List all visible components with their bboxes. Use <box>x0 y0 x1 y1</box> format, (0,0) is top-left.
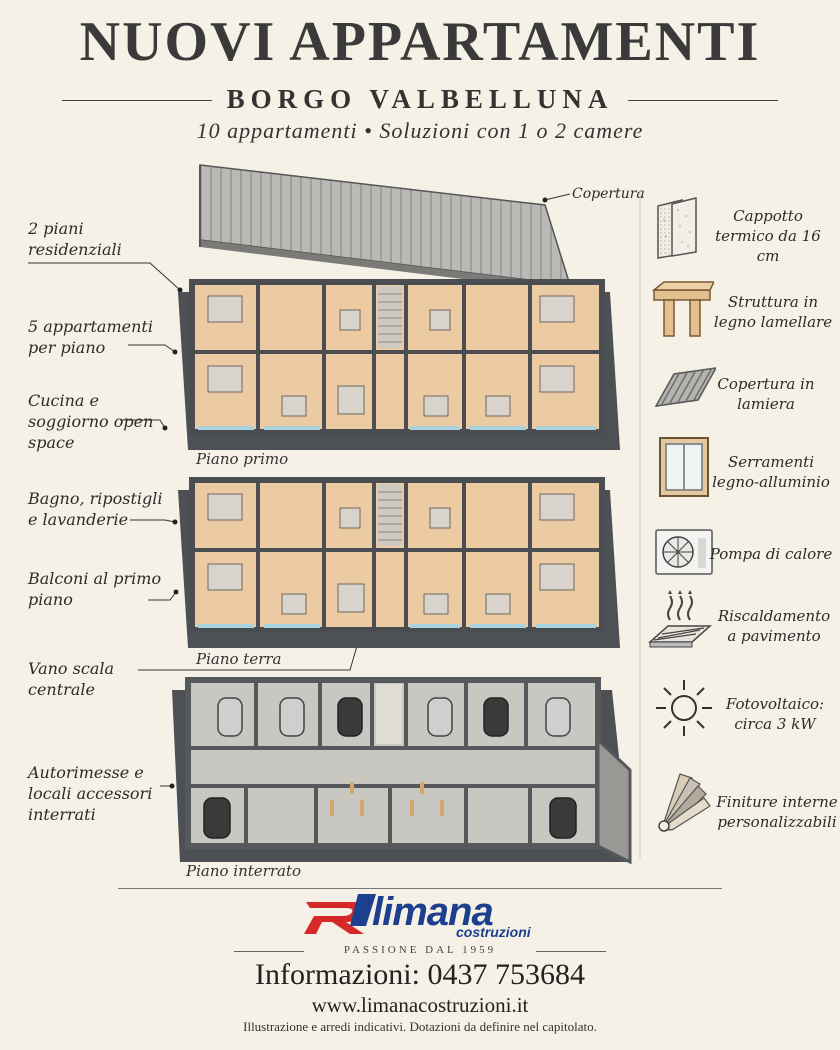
feature-copertura: Copertura in lamiera <box>717 375 815 413</box>
page-title: NUOVI APPARTAMENTI <box>79 11 761 73</box>
insulation-icon <box>657 197 697 259</box>
passione-rule-left <box>234 951 304 952</box>
callout-autorimesse: Autorimesse e locali accessori interrati <box>28 763 153 824</box>
floor-primo <box>178 279 620 450</box>
callout-cucina: Cucina e soggiorno open space <box>28 391 154 452</box>
floor-label-interrato: Piano interrato <box>186 862 301 880</box>
roof <box>199 164 572 292</box>
feature-finiture: Finiture interne personalizzabili <box>716 793 838 831</box>
contact-phone: Informazioni: 0437 753684 <box>255 958 585 991</box>
callout-appartamenti: 5 appartamenti per piano <box>28 317 153 357</box>
limana-logo-icon <box>304 894 376 934</box>
floor-interrato <box>172 677 632 865</box>
footer-rule <box>118 888 722 889</box>
callout-balconi: Balconi al primo piano <box>28 569 162 609</box>
feature-pompa: Pompa di calore <box>709 545 833 563</box>
callout-copertura: Copertura <box>572 186 645 202</box>
page-tagline: 10 appartamenti • Soluzioni con 1 o 2 ca… <box>196 118 644 143</box>
leader-lines <box>28 193 571 787</box>
feature-serramenti: Serramenti legno-alluminio <box>712 453 830 491</box>
title-rule-left <box>62 100 212 101</box>
floor-heating-icon <box>648 590 712 648</box>
feature-struttura: Struttura in legno lamellare <box>713 293 833 331</box>
timber-frame-icon <box>651 281 714 337</box>
window-icon <box>659 437 709 497</box>
floor-label-primo: Piano primo <box>196 450 289 468</box>
floor-label-terra: Piano terra <box>196 650 282 668</box>
title-rule-right <box>628 100 778 101</box>
passione-rule-right <box>536 951 606 952</box>
building-illustration <box>28 164 641 865</box>
metal-roof-icon <box>654 367 716 407</box>
disclaimer-note: Illustrazione e arredi indicativi. Dotaz… <box>243 1019 597 1034</box>
heat-pump-icon <box>655 529 713 575</box>
floor-terra <box>178 477 620 648</box>
brand-name: limana <box>372 890 494 934</box>
swatch-fan-icon <box>658 773 711 832</box>
sun-icon <box>656 680 712 736</box>
page-subtitle: BORGO VALBELLUNA <box>226 84 614 114</box>
website-link[interactable]: www.limanacostruzioni.it <box>311 993 529 1017</box>
brand-subtitle: costruzioni <box>456 924 531 940</box>
feature-fotovoltaico: Fotovoltaico: circa 3 kW <box>725 695 825 733</box>
callout-piani: 2 piani residenziali <box>28 219 122 259</box>
passione-tagline: PASSIONE DAL 1959 <box>343 944 497 956</box>
callout-bagno: Bagno, ripostigli e lavanderie <box>28 489 163 529</box>
feature-cappotto: Cappotto termico da 16 cm <box>715 207 821 265</box>
feature-riscaldamento: Riscaldamento a pavimento <box>717 607 831 645</box>
callout-vano-scala: Vano scala centrale <box>28 659 115 699</box>
